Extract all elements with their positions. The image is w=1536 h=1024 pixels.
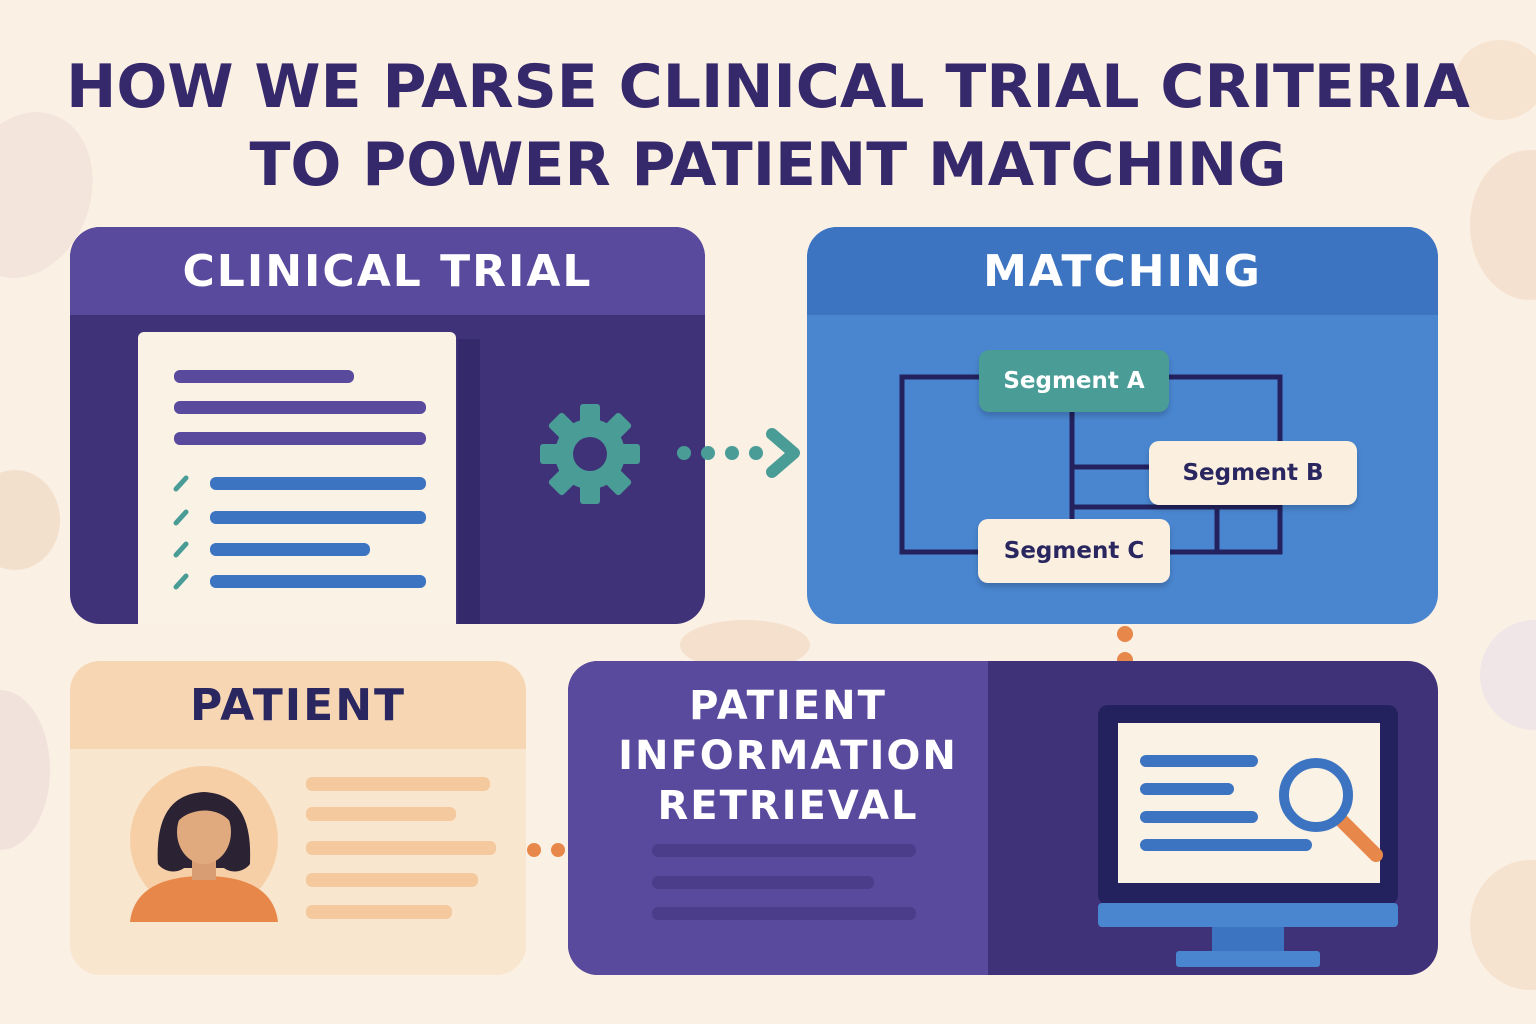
doc-line bbox=[174, 370, 354, 383]
matching-panel: MATCHING Segment A Segment B Segment C bbox=[807, 227, 1438, 624]
clinical-trial-header: CLINICAL TRIAL bbox=[70, 227, 705, 315]
matching-label: MATCHING bbox=[983, 245, 1262, 297]
patient-label: PATIENT bbox=[189, 679, 407, 731]
checkmark-icon bbox=[173, 509, 189, 526]
segment-b-label: Segment B bbox=[1182, 460, 1324, 486]
title-line-1: HOW WE PARSE CLINICAL TRIAL CRITERIA bbox=[66, 52, 1470, 122]
patient-header: PATIENT bbox=[70, 661, 526, 749]
arrow-right-icon bbox=[677, 428, 800, 478]
segment-c-chip: Segment C bbox=[978, 519, 1170, 583]
background-blob bbox=[1480, 620, 1536, 730]
title-line-2: TO POWER PATIENT MATCHING bbox=[249, 130, 1287, 200]
person-avatar-icon bbox=[130, 766, 278, 922]
patient-info-line bbox=[306, 905, 452, 919]
clinical-trial-label: CLINICAL TRIAL bbox=[182, 245, 593, 297]
retrieval-title-line-1: PATIENT bbox=[689, 683, 887, 729]
clinical-trial-panel: CLINICAL TRIAL bbox=[70, 227, 705, 624]
retrieval-line bbox=[652, 844, 916, 857]
patient-info-line bbox=[306, 807, 456, 821]
magnifier-icon bbox=[1279, 758, 1383, 862]
document-icon bbox=[138, 332, 456, 624]
document-shadow bbox=[458, 339, 480, 624]
segment-a-chip: Segment A bbox=[979, 350, 1169, 412]
retrieval-title-line-2: INFORMATION bbox=[618, 733, 958, 779]
retrieval-left-section bbox=[568, 661, 988, 975]
retrieval-line bbox=[652, 876, 874, 889]
patient-panel: PATIENT bbox=[70, 661, 526, 975]
segment-c-label: Segment C bbox=[1003, 538, 1145, 564]
checkmark-icon bbox=[173, 573, 189, 590]
criteria-line bbox=[210, 477, 426, 490]
retrieval-panel: PATIENT INFORMATION RETRIEVAL bbox=[568, 661, 1438, 975]
background-blob bbox=[0, 690, 50, 850]
doc-line bbox=[174, 432, 426, 445]
segment-a-label: Segment A bbox=[1003, 368, 1145, 394]
retrieval-title-line-3: RETRIEVAL bbox=[657, 783, 919, 829]
criteria-line bbox=[210, 511, 426, 524]
matching-header: MATCHING bbox=[807, 227, 1438, 315]
patient-info-line bbox=[306, 873, 478, 887]
retrieval-title: PATIENT INFORMATION RETRIEVAL bbox=[588, 681, 988, 831]
doc-line bbox=[174, 401, 426, 414]
checkmark-icon bbox=[173, 475, 189, 492]
background-blob bbox=[0, 470, 60, 570]
monitor-icon bbox=[1098, 705, 1398, 967]
retrieval-line bbox=[652, 907, 916, 920]
criteria-line bbox=[210, 543, 370, 556]
gear-icon bbox=[540, 404, 640, 504]
background-blob bbox=[1455, 40, 1536, 120]
background-blob bbox=[1470, 860, 1536, 990]
criteria-line bbox=[210, 575, 426, 588]
patient-info-line bbox=[306, 841, 496, 855]
patient-info-line bbox=[306, 777, 490, 791]
page-title: HOW WE PARSE CLINICAL TRIAL CRITERIA TO … bbox=[0, 48, 1536, 204]
checkmark-icon bbox=[173, 541, 189, 558]
segment-b-chip: Segment B bbox=[1149, 441, 1357, 505]
